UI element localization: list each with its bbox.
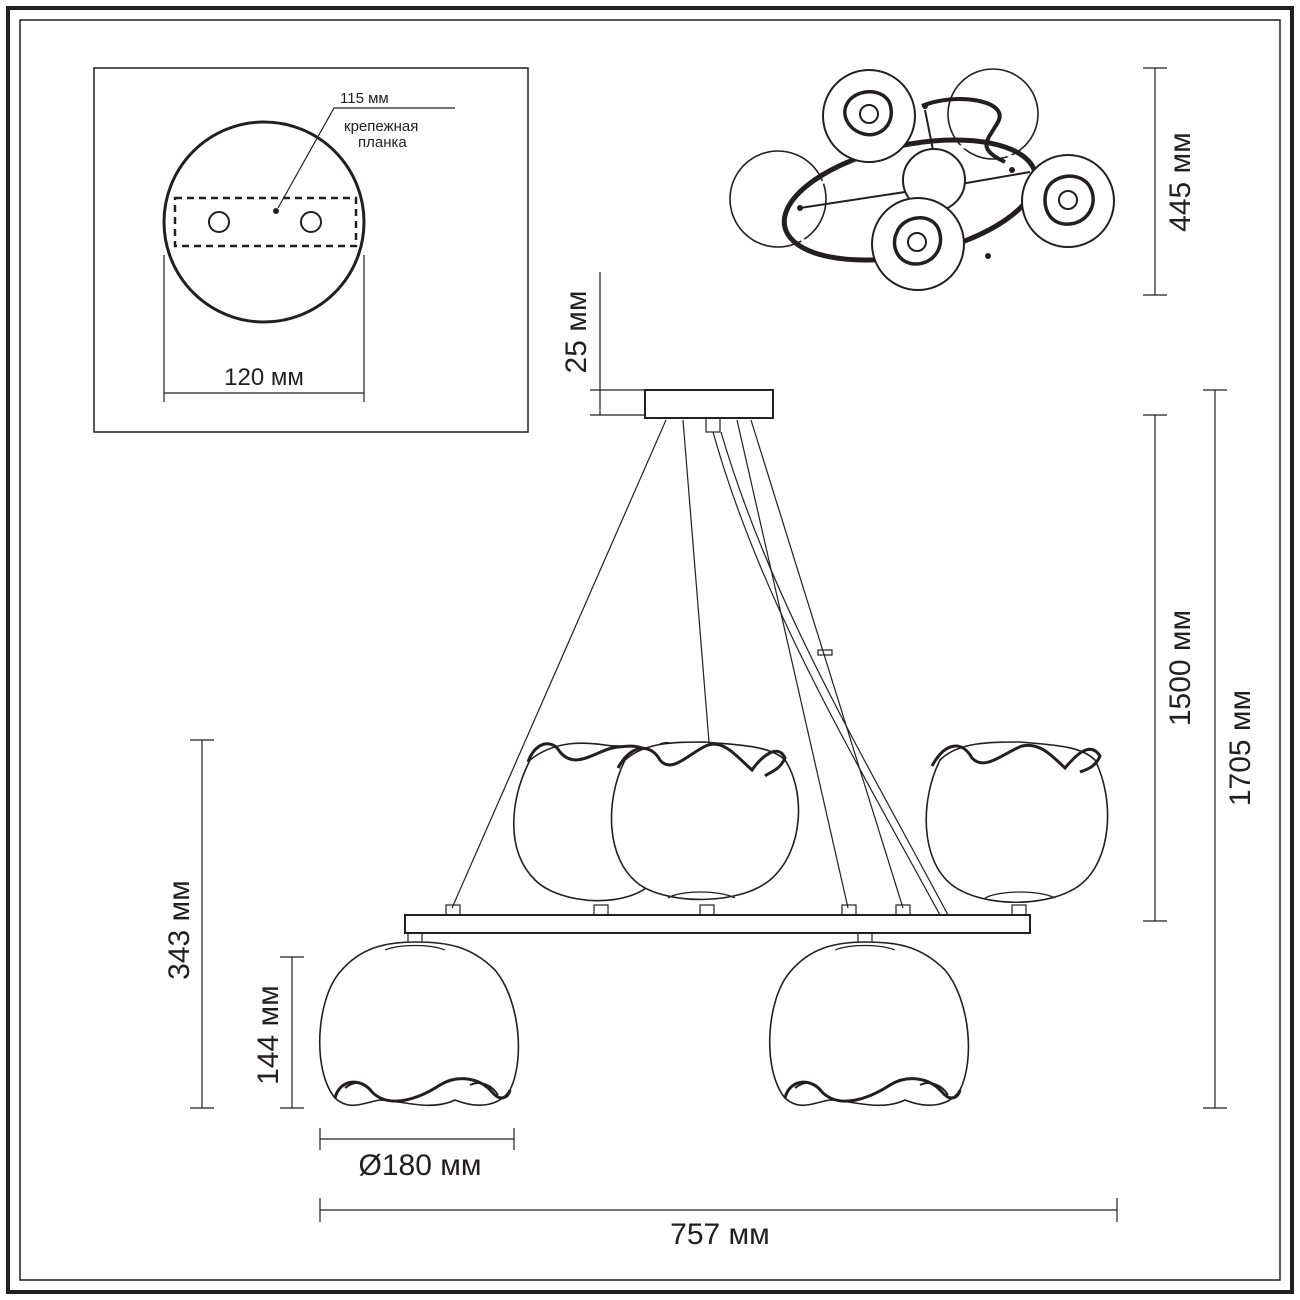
top-shade-front-2 xyxy=(871,197,965,291)
top-view: 445 мм xyxy=(729,67,1197,296)
plate-width-label: 115 мм xyxy=(340,90,389,107)
front-lower-shade-left xyxy=(319,932,520,1107)
front-lower-shade-right xyxy=(769,932,970,1107)
top-shade-upper xyxy=(947,68,1039,160)
top-shade-front-1 xyxy=(822,69,916,163)
canopy-inset: 115 мм крепежная планка 120 мм xyxy=(93,67,529,433)
mounting-plate xyxy=(173,196,358,248)
dimensions: 25 мм 1500 мм 1705 мм 343 мм 144 мм Ø180… xyxy=(163,272,1257,1251)
front-mounting-bar xyxy=(404,914,1031,934)
canopy-height-label: 25 мм xyxy=(560,291,593,374)
plate-center-dot xyxy=(273,208,279,214)
plate-caption-line2: планка xyxy=(358,134,407,151)
total-height-label: 1705 мм xyxy=(1224,690,1257,806)
screw-hole-right xyxy=(300,211,322,233)
front-upper-shade-center xyxy=(610,741,800,916)
top-arm-curve xyxy=(921,97,1006,164)
total-width-label: 757 мм xyxy=(670,1218,770,1251)
top-view-depth-label: 445 мм xyxy=(1164,132,1197,232)
top-shade-front-3 xyxy=(1021,154,1115,248)
plate-caption-line1: крепежная xyxy=(344,118,418,135)
body-height-label: 343 мм xyxy=(163,880,196,980)
canopy-diameter-label: 120 мм xyxy=(224,364,304,391)
plate-leader xyxy=(277,107,455,209)
suspension-length-label: 1500 мм xyxy=(1164,610,1197,726)
shade-height-label: 144 мм xyxy=(252,985,285,1085)
screw-hole-left xyxy=(208,211,230,233)
shade-diameter-label: Ø180 мм xyxy=(359,1149,482,1182)
top-shade-left xyxy=(729,150,827,248)
front-view xyxy=(319,389,1109,1107)
front-upper-shade-right xyxy=(925,741,1109,916)
frame xyxy=(6,6,1294,1294)
front-canopy xyxy=(644,389,774,419)
canopy-circle xyxy=(162,120,366,324)
